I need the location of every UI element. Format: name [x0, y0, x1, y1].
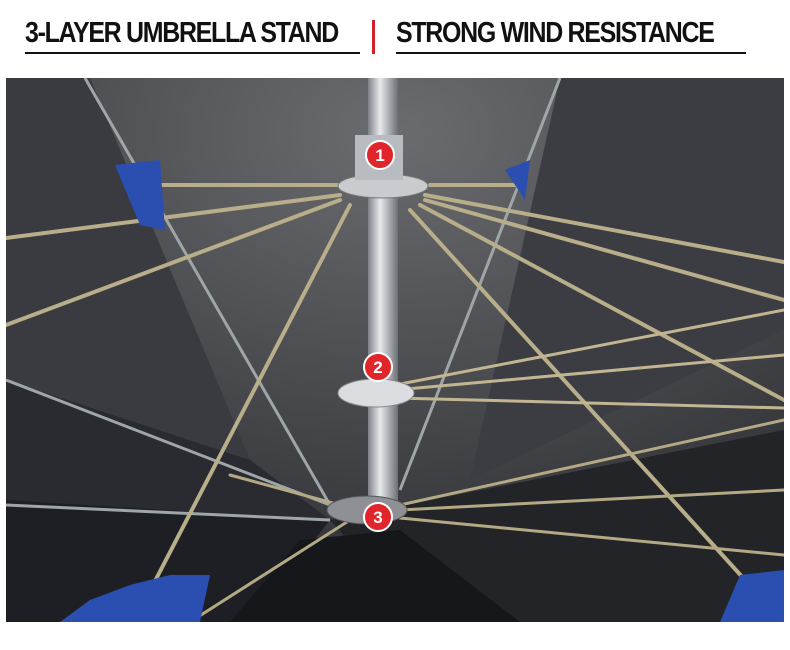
title-wind-resistance: STRONG WIND RESISTANCE — [396, 17, 715, 49]
canopy-panel — [470, 78, 784, 480]
canopy-seams — [6, 78, 562, 522]
canopy-panel — [6, 380, 330, 520]
canopy-panel — [230, 530, 520, 622]
upper-ribs — [6, 183, 784, 612]
middle-ribs — [393, 308, 784, 410]
umbrella-frame-photo: 1 2 3 — [6, 78, 784, 622]
title-underline-left — [25, 52, 360, 54]
title-three-layer-stand: 3-LAYER UMBRELLA STAND — [25, 17, 339, 49]
marker-1: 1 — [365, 140, 395, 170]
middle-hub — [337, 378, 415, 408]
marker-2: 2 — [363, 352, 393, 382]
marker-3: 3 — [363, 502, 393, 532]
marker-3-label: 3 — [373, 508, 382, 527]
title-separator — [372, 20, 375, 54]
marker-1-label: 1 — [375, 146, 384, 165]
marker-2-label: 2 — [373, 358, 382, 377]
canopy-panel — [6, 78, 250, 460]
title-underline-right — [396, 52, 746, 54]
canopy-panel — [6, 500, 330, 622]
rib-end-caps — [60, 160, 784, 622]
lower-ribs — [188, 418, 784, 622]
